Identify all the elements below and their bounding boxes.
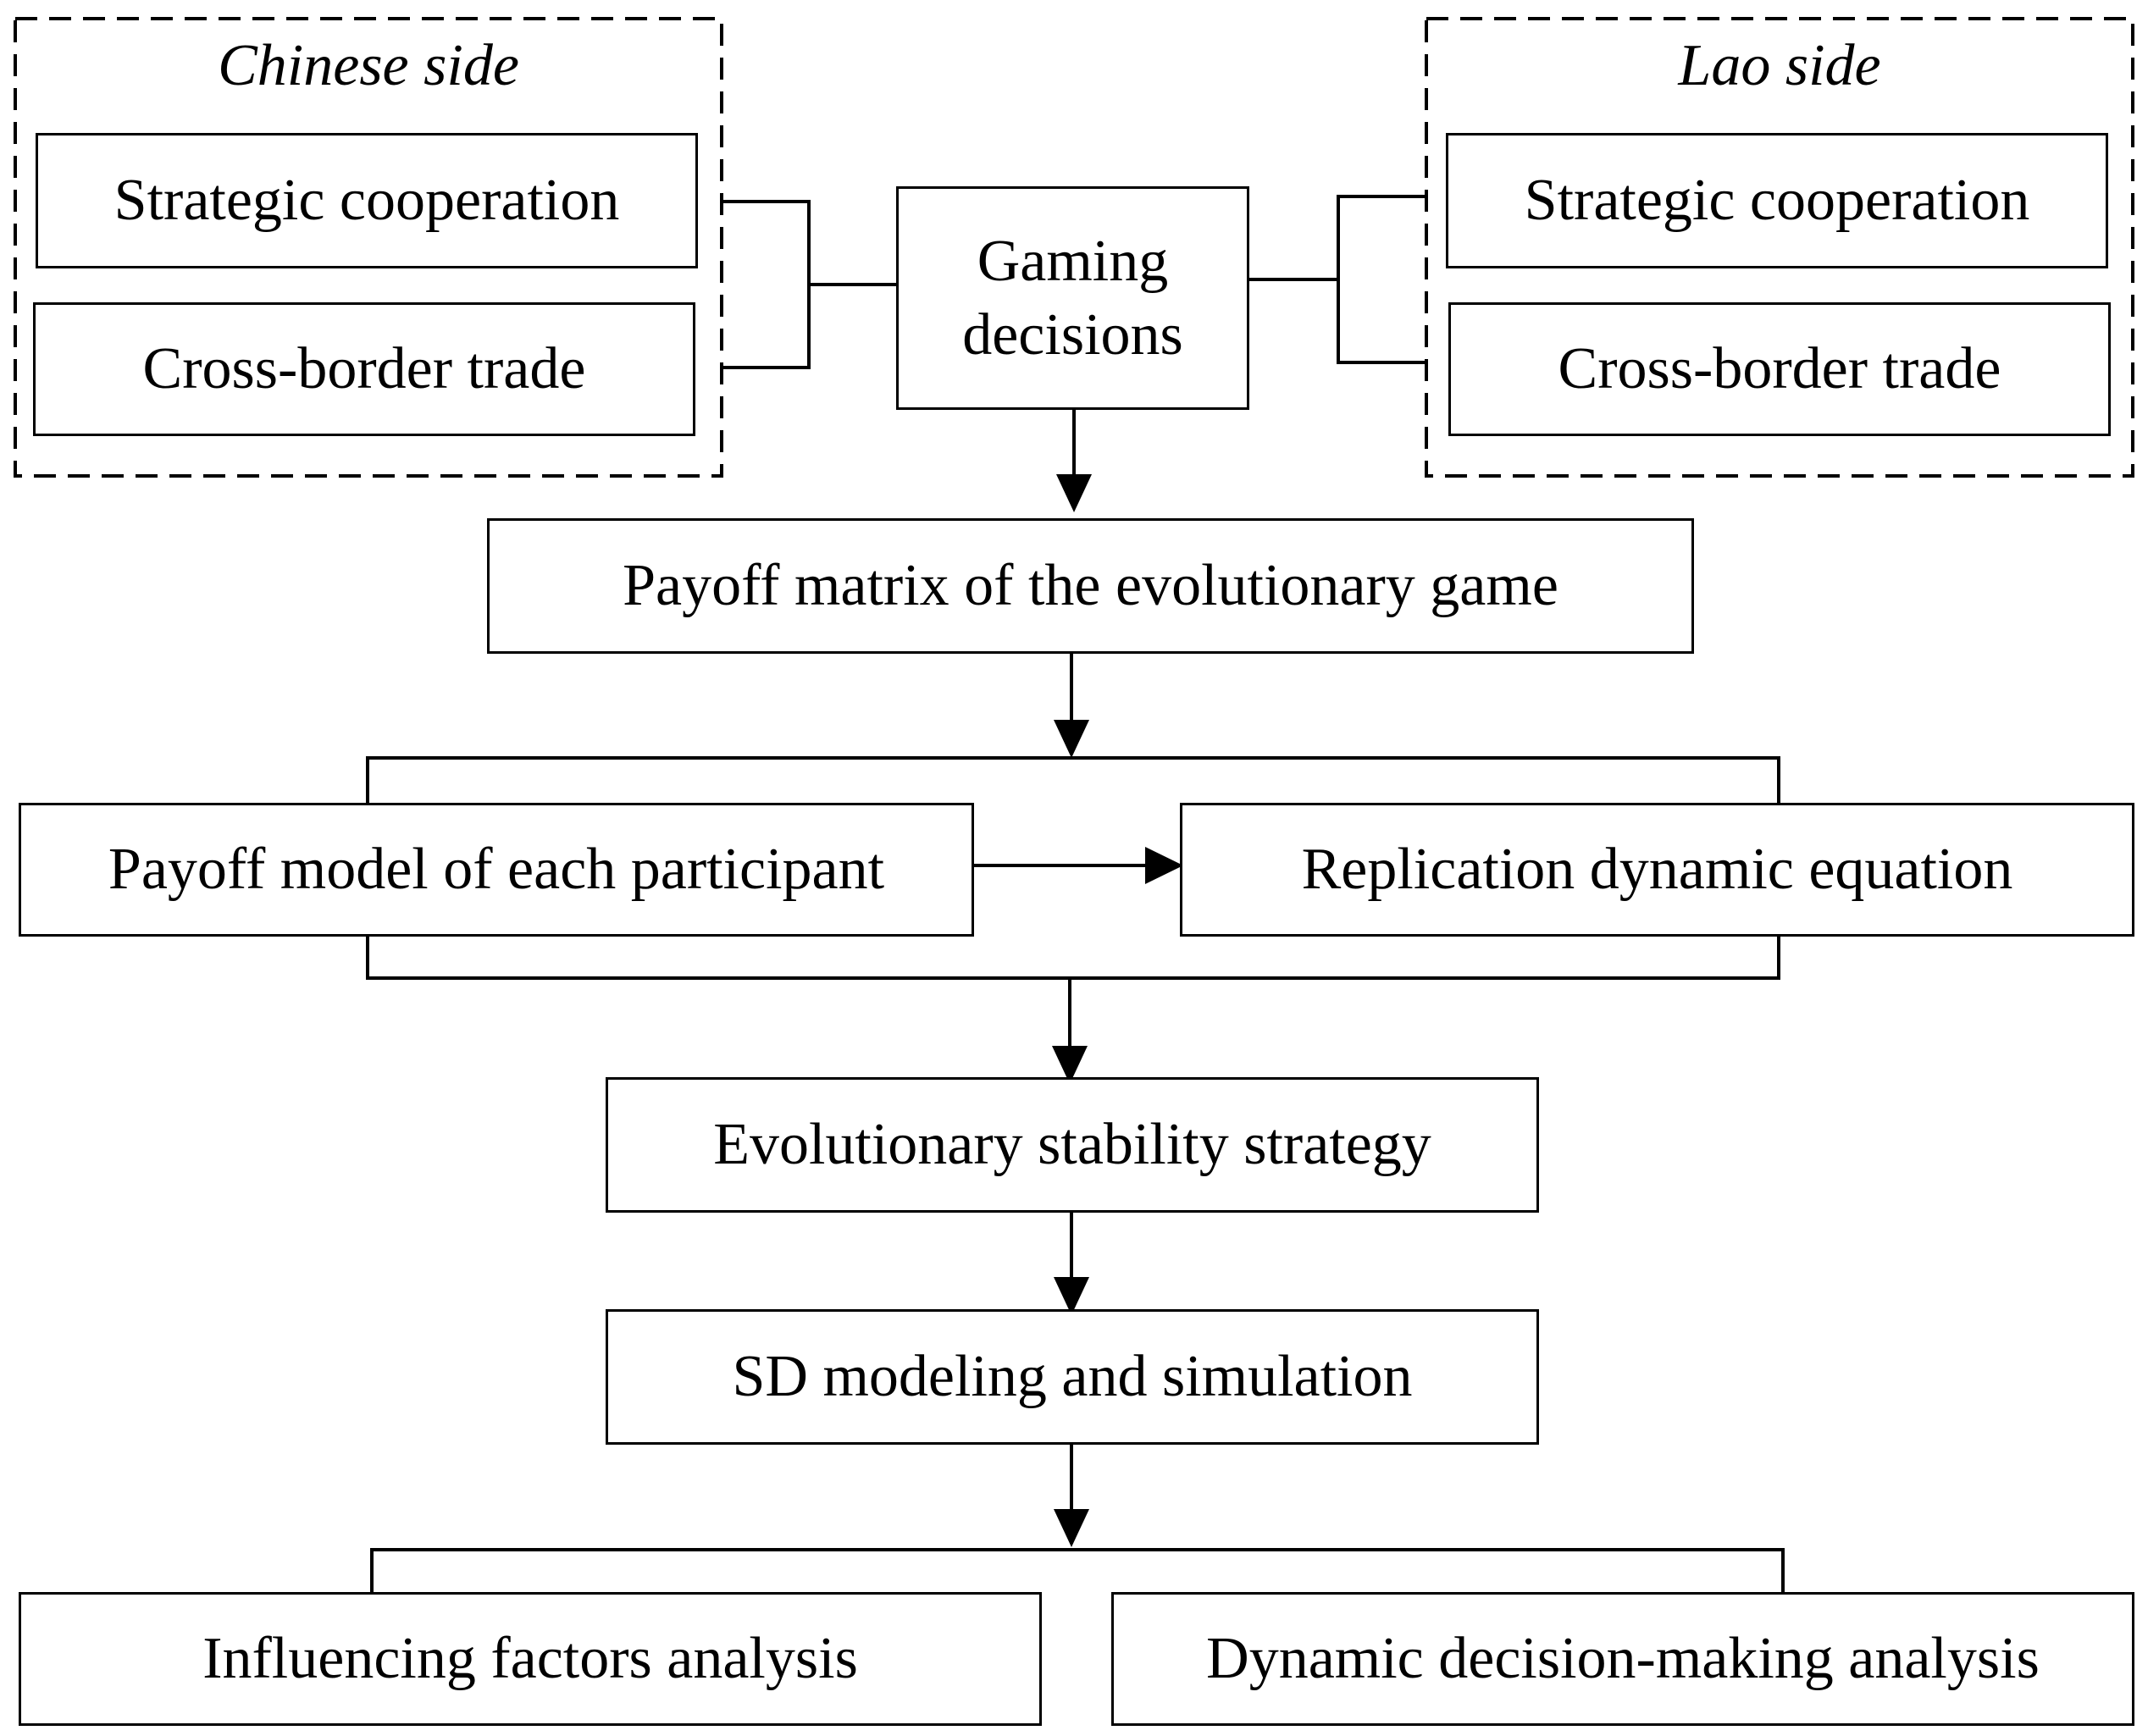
- sd-modeling-simulation-box: SD modeling and simulation: [606, 1309, 1539, 1445]
- dynamic-decision-making-analysis-box: Dynamic decision-making analysis: [1111, 1592, 2134, 1726]
- chinese-side-frame: [14, 17, 723, 478]
- chinese-side-title: Chinese side: [218, 33, 519, 98]
- upper-bracket: [366, 756, 1780, 803]
- chinese-strategic-cooperation-box: Strategic cooperation: [36, 133, 698, 268]
- replication-dynamic-equation-box: Replication dynamic equation: [1180, 803, 2134, 937]
- lao-cross-border-trade-box: Cross-border trade: [1448, 302, 2111, 436]
- payoff-matrix-box: Payoff matrix of the evolutionary game: [487, 518, 1694, 654]
- gaming-decisions-box: Gaming decisions: [896, 186, 1249, 410]
- arrowhead-matrix-to-bracket: [1054, 720, 1089, 758]
- evolutionary-stability-strategy-box: Evolutionary stability strategy: [606, 1077, 1539, 1213]
- lower-bracket: [366, 937, 1780, 980]
- lao-side-frame: [1425, 17, 2134, 478]
- influencing-factors-analysis-box: Influencing factors analysis: [19, 1592, 1042, 1726]
- arrowhead-ess-to-sd: [1054, 1277, 1089, 1315]
- lao-bracket-connector: [1337, 195, 1426, 364]
- final-bracket: [370, 1548, 1785, 1592]
- lao-strategic-cooperation-box: Strategic cooperation: [1446, 133, 2108, 268]
- chinese-bracket-connector: [722, 200, 811, 369]
- lao-side-title: Lao side: [1678, 33, 1881, 98]
- chinese-cross-border-trade-box: Cross-border trade: [33, 302, 695, 436]
- arrowhead-model-to-replication: [1145, 847, 1183, 884]
- arrowhead-sd-to-bracket: [1054, 1509, 1089, 1547]
- payoff-model-box: Payoff model of each participant: [19, 803, 974, 937]
- arrowhead-gaming-to-matrix: [1056, 474, 1092, 512]
- arrowhead-bracket-to-ess: [1052, 1046, 1088, 1084]
